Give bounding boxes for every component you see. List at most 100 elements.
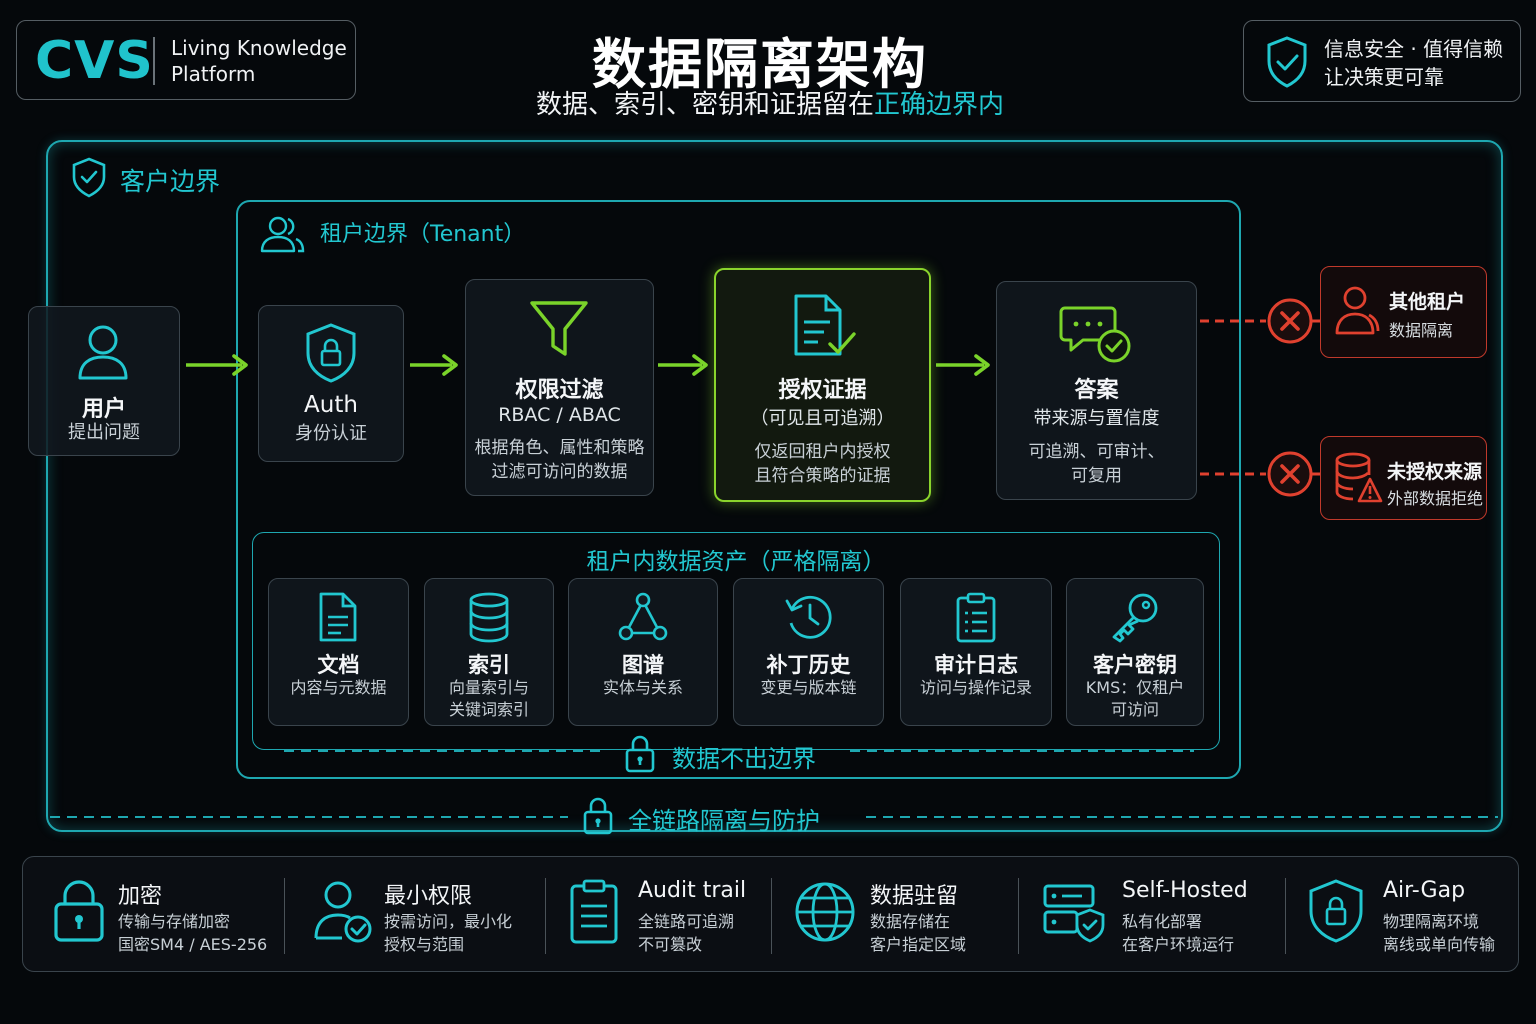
logo-tagline: Living Knowledge Platform (171, 35, 347, 87)
feature-title: Air-Gap (1383, 878, 1466, 903)
feature-desc-line-2: 在客户环境运行 (1122, 935, 1235, 954)
feature-description: 数据存储在客户指定区域 (870, 910, 966, 956)
asset-description: 向量索引与关键词索引 (429, 677, 549, 721)
answer-subtitle: 带来源与置信度 (1033, 408, 1160, 429)
feature-title: 加密 (118, 884, 163, 909)
feature-separator (1018, 878, 1019, 954)
feature-desc-line-1: 传输与存储加密 (118, 912, 231, 931)
filter-subtitle: RBAC / ABAC (498, 404, 621, 426)
asset-card-documents: 文档 内容与元数据 (268, 578, 409, 726)
feature-desc-line-1: 私有化部署 (1122, 912, 1203, 931)
tenant-boundary (236, 200, 1241, 779)
evidence-subtitle: （可见且可追溯） (750, 408, 895, 429)
unauthorized-title: 未授权来源 (1387, 461, 1483, 483)
document-check-icon (790, 292, 858, 360)
filter-title: 权限过滤 (515, 378, 604, 403)
feature-data-residency: 数据驻留 数据存储在客户指定区域 (794, 870, 1014, 960)
user-title: 用户 (81, 397, 126, 422)
assets-title: 租户内数据资产（严格隔离） (586, 549, 886, 575)
logo-box: CVS Living Knowledge Platform (16, 20, 356, 100)
other-tenant-title: 其他租户 (1389, 291, 1466, 313)
logo: CVS (35, 31, 154, 91)
features-bar (22, 856, 1519, 972)
user-icon (75, 323, 131, 381)
asset-desc-line-2: 可访问 (1110, 700, 1159, 719)
asset-card-audit-log: 审计日志 访问与操作记录 (900, 578, 1052, 726)
logo-divider (153, 37, 155, 85)
graph-icon (617, 591, 669, 643)
globe-icon (794, 878, 858, 944)
feature-title: 数据驻留 (870, 884, 959, 909)
auth-node: Auth 身份认证 (258, 305, 404, 462)
arrow-filter-to-evidence (656, 352, 710, 378)
asset-desc-line-1: 向量索引与 (448, 678, 529, 697)
blocked-link-unauthorized (1198, 449, 1320, 499)
customer-boundary-label: 客户边界 (120, 167, 221, 196)
feature-desc-line-1: 按需访问，最小化 (384, 912, 513, 931)
feature-separator (1285, 878, 1286, 954)
asset-description: 变更与版本链 (738, 677, 879, 699)
unauthorized-source-box: 未授权来源 外部数据拒绝 (1320, 436, 1487, 520)
answer-title: 答案 (1074, 378, 1119, 403)
unauthorized-subtitle: 外部数据拒绝 (1387, 489, 1484, 508)
feature-description: 全链路可追溯不可篡改 (638, 910, 734, 956)
database-warning-icon (1333, 451, 1383, 505)
feature-title: Self-Hosted (1122, 878, 1248, 903)
asset-title: 文档 (317, 653, 360, 677)
page-title: 数据隔离架构 (592, 33, 928, 96)
shield-lock-icon (1306, 878, 1370, 944)
badge-text: 信息安全 · 值得信赖 让决策更可靠 (1324, 35, 1503, 91)
history-icon (783, 591, 835, 643)
database-icon (463, 591, 515, 643)
feature-self-hosted: Self-Hosted 私有化部署在客户环境运行 (1042, 870, 1272, 960)
customer-boundary (46, 140, 1503, 832)
users-icon (258, 214, 306, 254)
asset-description: 实体与关系 (573, 677, 713, 699)
asset-desc-line-1: 访问与操作记录 (919, 678, 1032, 697)
full-chain-label: 全链路隔离与防护 (628, 807, 820, 835)
auth-title: Auth (304, 392, 358, 418)
trust-badge: 信息安全 · 值得信赖 让决策更可靠 (1243, 20, 1521, 102)
feature-desc-line-1: 全链路可追溯 (638, 912, 735, 931)
answer-node: 答案 带来源与置信度 可追溯、可审计、 可复用 (996, 281, 1197, 500)
feature-separator (284, 878, 285, 954)
answer-desc-line-2: 可复用 (1071, 466, 1122, 486)
feature-title: Audit trail (638, 878, 747, 903)
funnel-icon (528, 298, 590, 360)
feature-description: 传输与存储加密国密SM4 / AES-256 (118, 910, 267, 956)
page-subtitle: 数据、索引、密钥和证据留在正确边界内 (400, 84, 1140, 121)
shield-lock-icon (303, 322, 359, 384)
feature-description: 物理隔离环境离线或单向传输 (1383, 910, 1495, 956)
filter-desc-line-1: 根据角色、属性和策略 (474, 438, 645, 458)
asset-title: 索引 (468, 653, 510, 677)
clipboard-icon (568, 878, 632, 944)
feature-desc-line-2: 授权与范围 (384, 935, 465, 954)
filter-description: 根据角色、属性和策略 过滤可访问的数据 (466, 436, 653, 484)
data-stays-dashed-line (254, 746, 1218, 756)
full-chain-dashed-line (48, 812, 1500, 822)
shield-check-icon (70, 156, 108, 198)
user-subtitle: 提出问题 (68, 422, 140, 443)
other-tenant-box: 其他租户 数据隔离 (1320, 266, 1487, 358)
feature-desc-line-2: 离线或单向传输 (1383, 935, 1496, 954)
asset-desc-line-2: 关键词索引 (448, 700, 529, 719)
answer-description: 可追溯、可审计、 可复用 (997, 440, 1196, 488)
asset-title: 图谱 (622, 653, 664, 677)
feature-separator (545, 878, 546, 954)
key-icon (1109, 591, 1161, 643)
evidence-desc-line-1: 仅返回租户内授权 (754, 442, 891, 462)
asset-desc-line-1: 内容与元数据 (290, 678, 387, 697)
asset-title: 审计日志 (934, 653, 1018, 677)
feature-description: 按需访问，最小化授权与范围 (384, 910, 512, 956)
logo-tagline-line-1: Living Knowledge (171, 36, 347, 60)
arrow-user-to-auth (184, 352, 250, 378)
asset-desc-line-1: 实体与关系 (602, 678, 683, 697)
asset-description: KMS：仅租户可访问 (1071, 677, 1199, 721)
arrow-evidence-to-answer (934, 352, 992, 378)
logo-tagline-line-2: Platform (171, 62, 256, 86)
feature-separator (771, 878, 772, 954)
user-node: 用户 提出问题 (28, 306, 180, 456)
feature-desc-line-2: 不可篡改 (638, 935, 703, 954)
evidence-title: 授权证据 (778, 378, 867, 403)
blocked-link-other-tenant (1198, 296, 1320, 346)
